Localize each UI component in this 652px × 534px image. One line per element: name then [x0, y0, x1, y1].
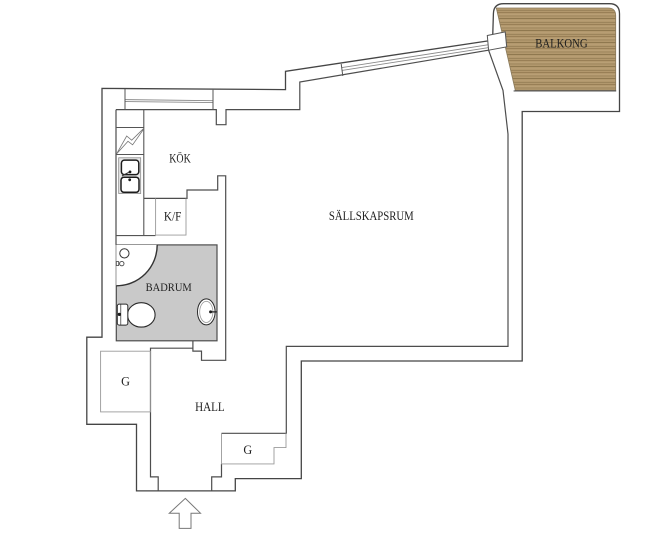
svg-text:G: G: [243, 443, 252, 457]
svg-text:K/F: K/F: [164, 210, 182, 224]
svg-text:G: G: [121, 375, 130, 389]
svg-text:BALKONG: BALKONG: [535, 36, 588, 50]
svg-text:KÖK: KÖK: [169, 152, 191, 166]
svg-text:HALL: HALL: [195, 400, 225, 414]
svg-text:BADRUM: BADRUM: [146, 280, 192, 294]
svg-text:SÄLLSKAPSRUM: SÄLLSKAPSRUM: [329, 209, 414, 223]
